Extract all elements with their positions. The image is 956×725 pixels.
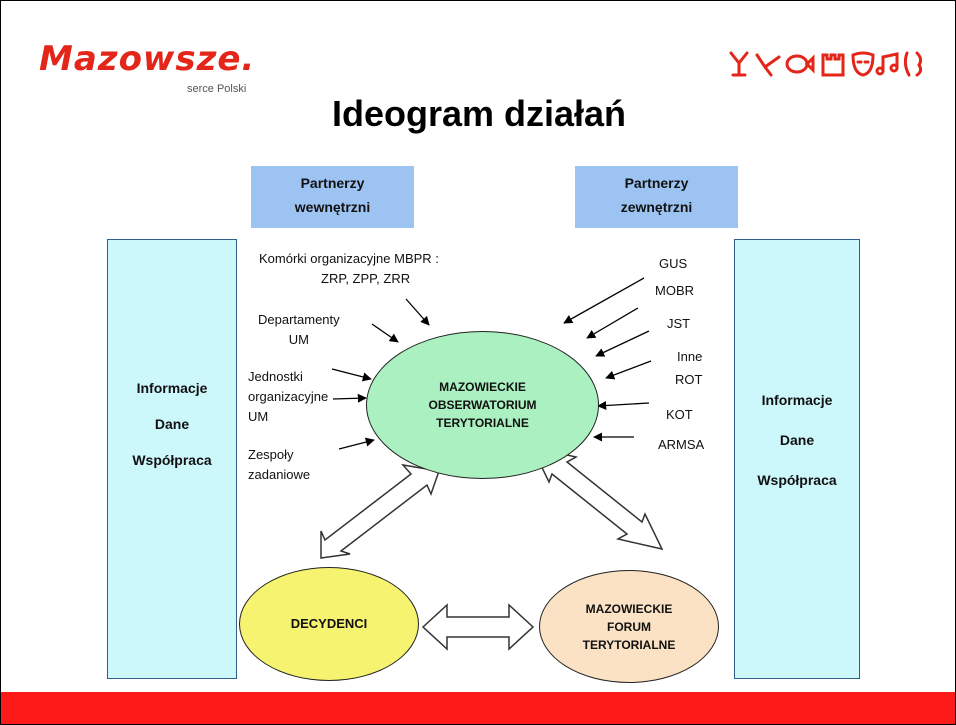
label-komorki-line1: Komórki organizacyjne MBPR : <box>259 251 439 266</box>
label-rot: ROT <box>675 372 703 387</box>
label-komorki-line2: ZRP, ZPP, ZRR <box>321 271 411 286</box>
label-departamenty: Departamenty UM <box>258 310 340 350</box>
forum-ellipse: MAZOWIECKIE FORUM TERYTORIALNE <box>539 570 719 683</box>
side-box-left: Informacje Dane Współpraca <box>107 239 237 679</box>
label-mobr: MOBR <box>655 283 694 298</box>
arrow-inne <box>605 360 652 380</box>
arrow-jednostki-1 <box>331 368 372 382</box>
double-arrow-center-decydenci <box>320 463 441 559</box>
label-jednostki: Jednostki organizacyjne UM <box>248 367 328 427</box>
arrow-jednostki-2 <box>332 393 367 403</box>
forum-line1: MAZOWIECKIE <box>585 601 673 616</box>
center-ellipse: MAZOWIECKIE OBSERWATORIUM TERYTORIALNE <box>366 331 599 479</box>
forum-line2: FORUM <box>606 619 651 634</box>
forum-line3: TERYTORIALNE <box>582 637 676 652</box>
arrow-komorki <box>405 298 430 326</box>
footer-bar <box>1 692 955 724</box>
center-line1: MAZOWIECKIE <box>439 380 526 394</box>
arrow-zespoly <box>338 437 375 450</box>
decorative-icons <box>729 51 923 77</box>
arrow-kot <box>597 400 650 411</box>
label-jst: JST <box>667 316 691 331</box>
partners-internal-line1: Partnerzy <box>300 175 365 191</box>
label-armsa: ARMSA <box>658 437 705 452</box>
side-left-informacje: Informacje <box>136 380 208 396</box>
label-zespoly: Zespoły zadaniowe <box>248 445 310 485</box>
arrow-mobr <box>586 307 639 339</box>
center-line3: TERYTORIALNE <box>436 416 529 430</box>
label-departamenty-line2: UM <box>288 332 309 347</box>
partners-internal-line2: wewnętrzni <box>294 199 371 215</box>
arrow-gus <box>563 277 645 324</box>
side-left-wspolpraca: Współpraca <box>132 452 212 468</box>
logo-wordmark: Mazowsze. <box>39 39 256 79</box>
label-gus: GUS <box>659 256 688 271</box>
side-right-dane: Dane <box>779 432 815 448</box>
mazowsze-logo: Mazowsze. serce Polski <box>39 39 256 95</box>
partners-external-line1: Partnerzy <box>624 175 689 191</box>
decydenci-label: DECYDENCI <box>290 616 368 631</box>
label-komorki: Komórki organizacyjne MBPR : ZRP, ZPP, Z… <box>259 249 439 289</box>
grape-icon <box>729 51 749 77</box>
fish-icon <box>785 54 815 74</box>
face-icon <box>903 51 923 77</box>
castle-icon <box>821 53 845 77</box>
music-note-icon <box>875 52 899 76</box>
bird-icon <box>755 53 781 77</box>
label-zespoly-line2: zadaniowe <box>248 467 311 482</box>
label-zespoly-line1: Zespoły <box>248 447 294 462</box>
label-jednostki-line1: Jednostki <box>248 369 303 384</box>
side-right-wspolpraca: Współpraca <box>757 472 837 488</box>
arrow-jst <box>595 330 650 357</box>
side-box-right: Informacje Dane Współpraca <box>734 239 860 679</box>
partners-external-line2: zewnętrzni <box>620 199 693 215</box>
mask-icon <box>851 51 875 77</box>
partners-external-box: Partnerzy zewnętrzni <box>575 166 738 228</box>
label-departamenty-line1: Departamenty <box>258 312 340 327</box>
double-arrow-decydenci-forum <box>421 603 535 651</box>
side-left-dane: Dane <box>154 416 190 432</box>
center-line2: OBSERWATORIUM <box>428 398 537 412</box>
logo-tagline: serce Polski <box>187 83 247 95</box>
page-title: Ideogram działań <box>331 93 627 134</box>
side-right-informacje: Informacje <box>761 392 833 408</box>
arrow-departamenty <box>371 323 399 343</box>
label-jednostki-line3: UM <box>248 409 269 424</box>
label-jednostki-line2: organizacyjne <box>248 389 329 404</box>
label-inne: Inne <box>677 349 703 364</box>
decydenci-ellipse: DECYDENCI <box>239 567 419 681</box>
partners-internal-box: Partnerzy wewnętrzni <box>251 166 414 228</box>
label-kot: KOT <box>666 407 693 422</box>
